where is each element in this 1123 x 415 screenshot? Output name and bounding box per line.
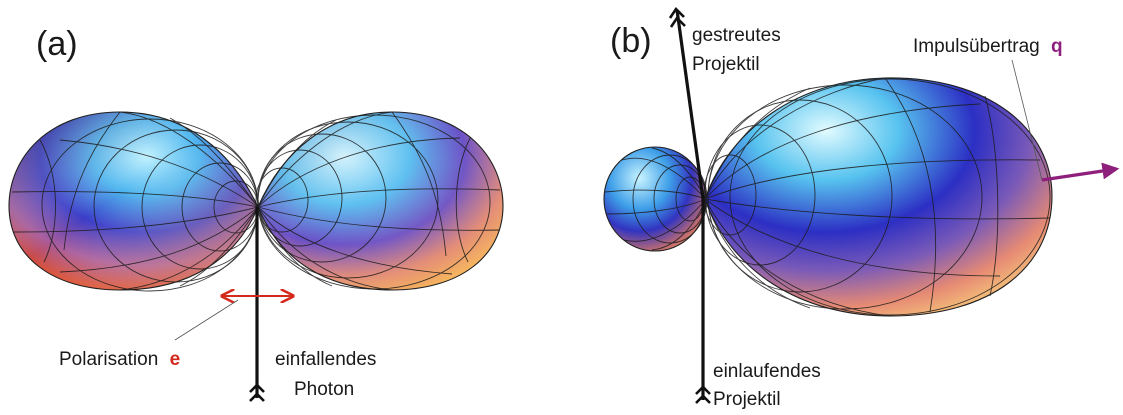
momentum-transfer-arrow: [1011, 59, 1120, 182]
momentum-symbol: q: [1051, 36, 1063, 57]
incoming-label-line2: Projektil: [713, 389, 781, 410]
right-lobe: [255, 111, 504, 291]
panel-a: (a): [8, 25, 504, 402]
incoming-label-line1: einlaufendes: [713, 361, 821, 382]
scattered-projectile-axis: [668, 6, 705, 200]
left-lobe: [8, 111, 259, 292]
polarisation-label-text: Polarisation: [59, 349, 158, 370]
panel-a-tag: (a): [36, 25, 78, 63]
polarisation-label: Polarisation e: [59, 349, 180, 370]
large-lobe: [703, 77, 1053, 317]
momentum-label-text: Impulsübertrag: [913, 36, 1040, 57]
panel-b: (b): [603, 6, 1120, 410]
incoming-projectile-axis: [695, 199, 711, 404]
polarisation-arrow: [174, 296, 293, 341]
scattered-label-line1: gestreutes: [692, 25, 781, 46]
polarisation-symbol: e: [170, 349, 181, 370]
incident-photon-axis: [249, 207, 265, 402]
momentum-label: Impulsübertrag q: [913, 36, 1063, 57]
panel-b-tag: (b): [610, 22, 652, 60]
small-lobe: [603, 146, 708, 252]
scattered-label-line2: Projektil: [692, 54, 760, 75]
incident-label-line2: Photon: [294, 379, 354, 400]
incident-label-line1: einfallendes: [275, 349, 376, 370]
